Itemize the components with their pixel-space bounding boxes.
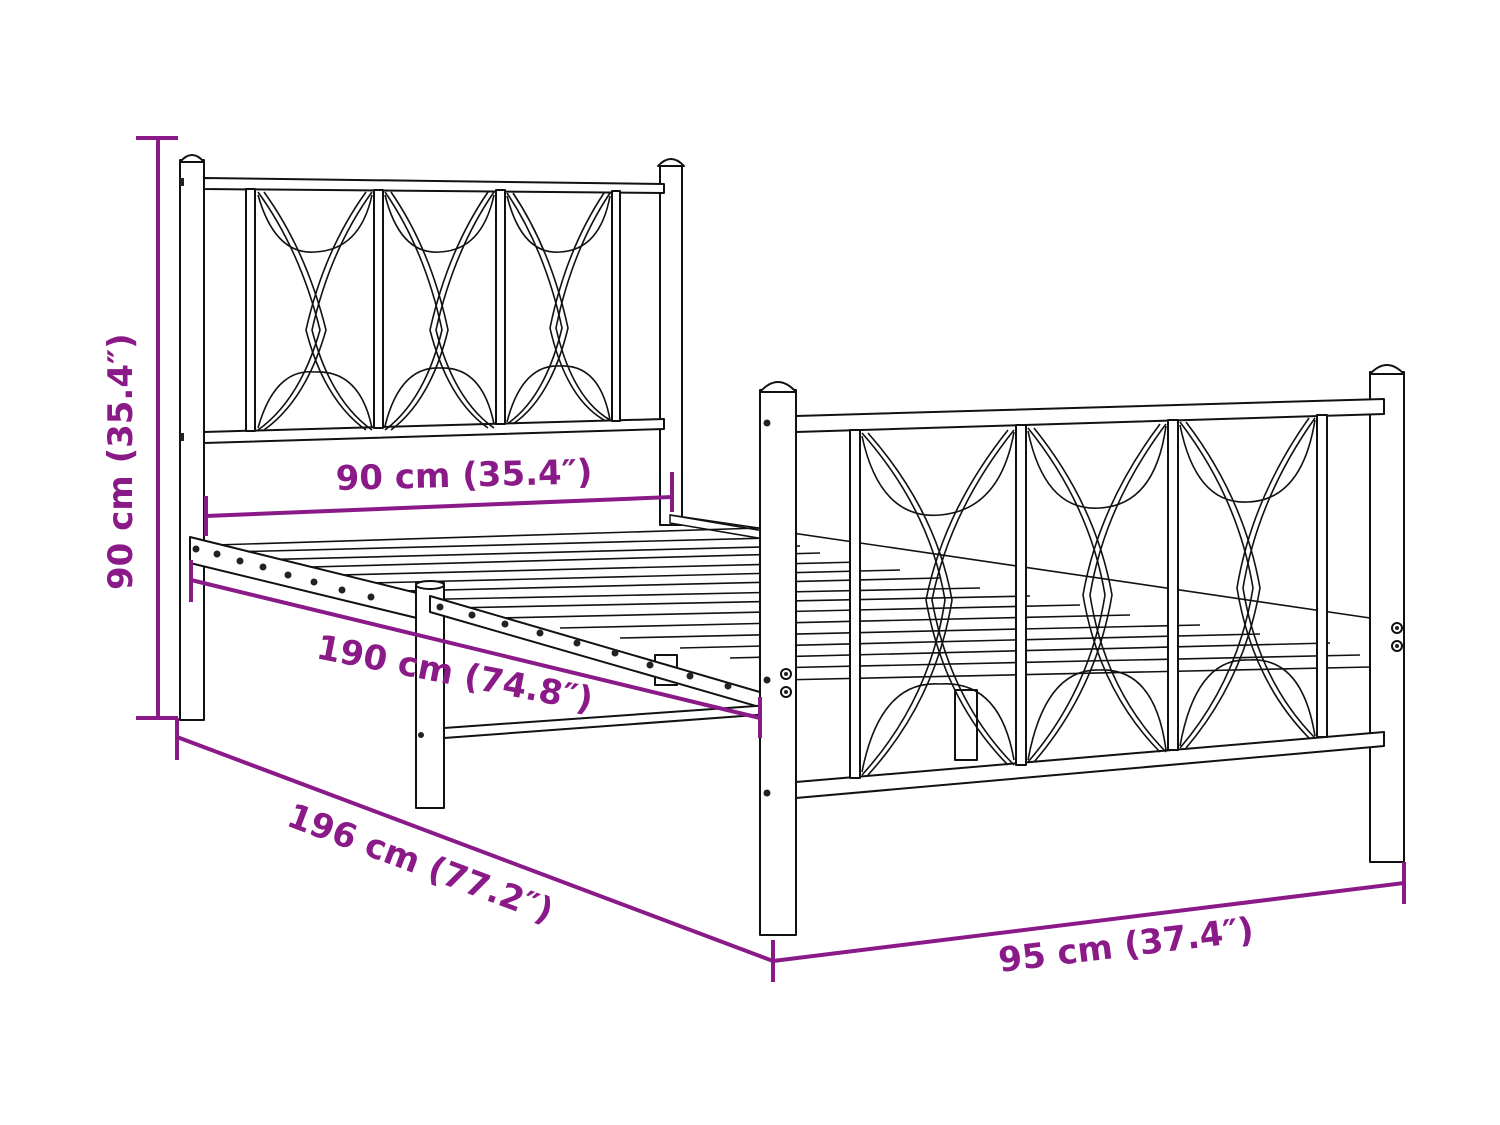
headboard-top-rail — [203, 177, 665, 194]
footboard-bar — [849, 429, 861, 779]
post-cap — [759, 381, 797, 393]
dimension-label-total-width: 95 cm (37.4″) — [996, 910, 1256, 981]
dimension-height: 90 cm (35.4″) — [101, 136, 178, 720]
headboard-ornament — [506, 192, 611, 425]
footboard-left-post — [759, 389, 797, 936]
headboard-bar — [495, 189, 506, 425]
headboard — [179, 154, 685, 721]
side-rail-near — [189, 536, 771, 809]
footboard-top-rail — [795, 398, 1385, 433]
dimension-total-width: 95 cm (37.4″) — [772, 862, 1406, 981]
dimension-label-height: 90 cm (35.4″) — [101, 333, 141, 590]
headboard-ornament — [257, 191, 373, 431]
headboard-ornament — [384, 191, 495, 431]
headboard-bar — [611, 190, 621, 422]
center-support-leg — [954, 689, 978, 761]
dimension-total-length: 196 cm (77.2″) — [175, 718, 775, 982]
footboard-ornament — [1027, 423, 1167, 763]
headboard-bottom-rail — [203, 418, 665, 444]
dimension-inner-width: 90 cm (35.4″) — [204, 452, 674, 536]
footboard — [759, 364, 1405, 936]
post-cap — [657, 158, 685, 167]
footboard-bar — [1316, 414, 1328, 738]
post-cap — [179, 154, 205, 163]
footboard-ornament — [861, 429, 1015, 776]
post-cap — [1369, 364, 1405, 375]
dimension-label-inner-width: 90 cm (35.4″) — [335, 452, 593, 499]
footboard-bar — [1015, 424, 1027, 766]
headboard-right-post — [659, 164, 683, 526]
footboard-bar — [1167, 419, 1179, 751]
footboard-ornament — [1179, 417, 1316, 749]
headboard-bar — [245, 188, 256, 432]
center-leg — [415, 582, 445, 809]
footboard-right-post — [1369, 371, 1405, 863]
footboard-bottom-rail — [795, 731, 1385, 799]
headboard-bar — [373, 189, 384, 429]
